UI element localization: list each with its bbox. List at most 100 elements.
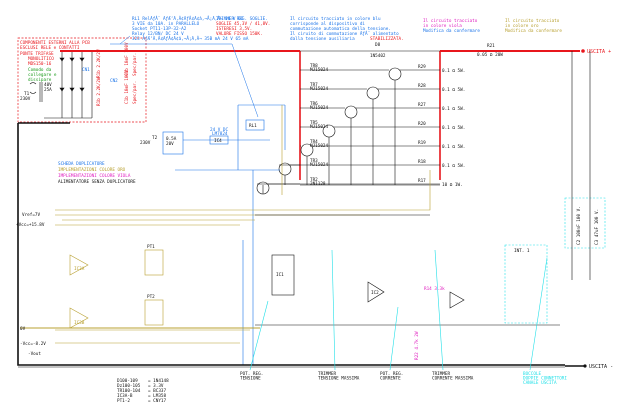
svg-text:R18: R18 xyxy=(418,159,426,165)
ic1-label: IC1 xyxy=(276,272,284,278)
ic4-voltage: 24 V DC xyxy=(210,127,229,133)
ic3b-label: IC3B xyxy=(74,320,85,326)
ic4-part: LM7824 xyxy=(212,131,228,137)
svg-text:IC3A-B: IC3A-B xyxy=(117,393,133,399)
bridge-label-3: MDS150-16 xyxy=(28,61,52,67)
svg-text:230V: 230V xyxy=(20,96,31,102)
c3-label: C3 47uF 100 V. xyxy=(594,209,600,245)
svg-text:DOPPIE CONNETTORI: DOPPIE CONNETTORI xyxy=(523,376,567,382)
svg-text:C1b 10mF 100V: C1b 10mF 100V xyxy=(124,42,130,76)
svg-text:STABILIZZATA.: STABILIZZATA. xyxy=(370,36,404,42)
regulator-section xyxy=(255,214,560,326)
svg-text:CORRENTE MASSIMA: CORRENTE MASSIMA xyxy=(432,376,474,382)
svg-text:Il ciruito di commutazione ÃƒÂ: Il ciruito di commutazione ÃƒÂ¨ alimenta… xyxy=(290,30,399,37)
svg-text:0.1 Ω 5W.: 0.1 Ω 5W. xyxy=(442,144,465,150)
bridge-label-1: PONTE TRIFASE xyxy=(20,51,54,57)
svg-text:Spec/par.: Spec/par. xyxy=(132,81,138,104)
svg-text:TR3: TR3 xyxy=(310,158,318,164)
svg-text:Relay 12/BN/ DC 24 V: Relay 12/BN/ DC 24 V xyxy=(132,31,184,37)
r21-label: R21 xyxy=(487,43,495,49)
opamp-section xyxy=(55,224,240,344)
svg-text:40V: 40V xyxy=(44,82,52,88)
rl1-label: RL1 xyxy=(249,123,257,129)
svg-text:MJ15024: MJ15024 xyxy=(310,105,329,111)
vout-label: -Vout xyxy=(28,351,41,357)
r21-value: 0.05 Ω 20W xyxy=(477,52,503,58)
svg-text:Il circuito tracciato: Il circuito tracciato xyxy=(423,18,478,24)
violet-circuit-note: Il circuito tracciato in colore viola Mo… xyxy=(423,18,480,34)
zero-v-label: 0V xyxy=(20,326,26,332)
vccp-label: +Vcc=+15.8V xyxy=(16,222,45,228)
pt2-label: PT2 xyxy=(147,294,155,300)
svg-text:TR6: TR6 xyxy=(310,101,318,107)
t2-current: 0.5A xyxy=(166,136,177,142)
svg-text:RL1 RelÃƒÂ¨ ÃƒÆ’Ã‚Â¢ÃƒÂ¢Ã¢â‚¬Å: RL1 RelÃƒÂ¨ ÃƒÆ’Ã‚Â¢ÃƒÂ¢Ã¢â‚¬Å¡Ã‚Â¬ 24 V… xyxy=(132,15,244,22)
out-plus-terminal[interactable] xyxy=(581,49,585,53)
svg-text:R1b 2.2K/2W: R1b 2.2K/2W xyxy=(96,49,102,78)
legend-blue: SCHEDA DUPLICATORE xyxy=(58,161,105,167)
svg-text:in colore viola: in colore viola xyxy=(423,23,462,29)
vref-label: Vref=7V xyxy=(22,212,41,218)
cyan-leaders xyxy=(249,249,548,371)
svg-text:R19: R19 xyxy=(418,140,426,146)
svg-text:R27: R27 xyxy=(418,102,426,108)
svg-text:corrisponde al dispositivo di: corrisponde al dispositivo di xyxy=(290,21,365,27)
vccm-label: -Vcc=-8.2V xyxy=(20,341,46,347)
svg-text:TR8: TR8 xyxy=(310,63,318,69)
ic3a-label: IC3A xyxy=(74,266,85,272)
svg-text:TR7: TR7 xyxy=(310,82,318,88)
blue-circuit-note: Il circuito tracciato in colore blu corr… xyxy=(290,16,404,42)
svg-text:= BC337: = BC337 xyxy=(148,388,167,394)
ic4-label: IC4 xyxy=(214,138,222,144)
d8-part: 1N5402 xyxy=(370,53,386,59)
parts-list-row: Dz100-105= 3.3V xyxy=(117,383,164,389)
svg-text:Socket PT11-13P-32-A2: Socket PT11-13P-32-A2 xyxy=(132,26,187,32)
svg-text:TENSIONE: TENSIONE xyxy=(240,376,261,382)
parts-list-row: IC3A-B= LM358 xyxy=(117,393,167,399)
legend-gold: IMPLEMENTAZIONI COLORE ORO xyxy=(58,167,126,173)
svg-text:MJ15024: MJ15024 xyxy=(310,86,329,92)
relay-note: RL1 RelÃƒÂ¨ ÃƒÆ’Ã‚Â¢ÃƒÂ¢Ã¢â‚¬Å¡Ã‚Â¬ 24 V… xyxy=(132,15,249,42)
svg-text:CORRENTE: CORRENTE xyxy=(380,376,401,382)
external-label-1: COMPONENTI ESTERNI ALLA PCB xyxy=(20,40,90,46)
svg-text:25A: 25A xyxy=(44,87,52,93)
svg-text:R29: R29 xyxy=(418,64,426,70)
r22-label: R22 4.7k 2W xyxy=(414,331,420,360)
duplicator-section xyxy=(162,104,286,365)
svg-text:10 Ω 1W.: 10 Ω 1W. xyxy=(442,182,463,188)
external-label-2: ESCLUSI RELE e CONTATTI xyxy=(20,45,80,51)
parts-list-row: PT1-2= CNY17 xyxy=(117,398,167,404)
cn1-label: CN1 xyxy=(82,67,90,73)
mount-label-3: dissipare xyxy=(28,77,52,83)
svg-text:Dz100-105: Dz100-105 xyxy=(117,383,141,389)
svg-text:3 VIE da 10A. in PARALLELO: 3 VIE da 10A. in PARALLELO xyxy=(132,21,200,27)
int1-box xyxy=(504,244,548,324)
bleeder-resistors: R1b 2.2K/2W R1b 2.2K/2W C1b 10mF 100V C1… xyxy=(96,42,138,106)
out-minus-label: USCITA - xyxy=(589,364,613,370)
svg-text:0.1 Ω 5W.: 0.1 Ω 5W. xyxy=(442,125,465,131)
svg-text:Il circuito tracciato: Il circuito tracciato xyxy=(505,18,560,24)
svg-text:= 1N4148: = 1N4148 xyxy=(148,378,169,384)
gold-circuit-note: Il circuito tracciato in colore oro Modi… xyxy=(505,18,562,34)
svg-text:CANALE USCITA: CANALE USCITA xyxy=(523,380,557,386)
bridge-label-2: MONOLITICO xyxy=(28,56,54,62)
mount-label-1: Comodo da xyxy=(28,67,52,73)
svg-text:Il circuito tracciato in color: Il circuito tracciato in colore blu xyxy=(290,16,381,22)
cn2-label: CN2 xyxy=(110,78,118,84)
svg-text:POT. REG.: POT. REG. xyxy=(380,371,403,377)
svg-text:R28: R28 xyxy=(418,83,426,89)
svg-text:VALORE FISSO 150K.: VALORE FISSO 150K. xyxy=(216,31,263,37)
svg-text:R20: R20 xyxy=(418,121,426,127)
svg-text:0.1 Ω 5W.: 0.1 Ω 5W. xyxy=(442,87,465,93)
